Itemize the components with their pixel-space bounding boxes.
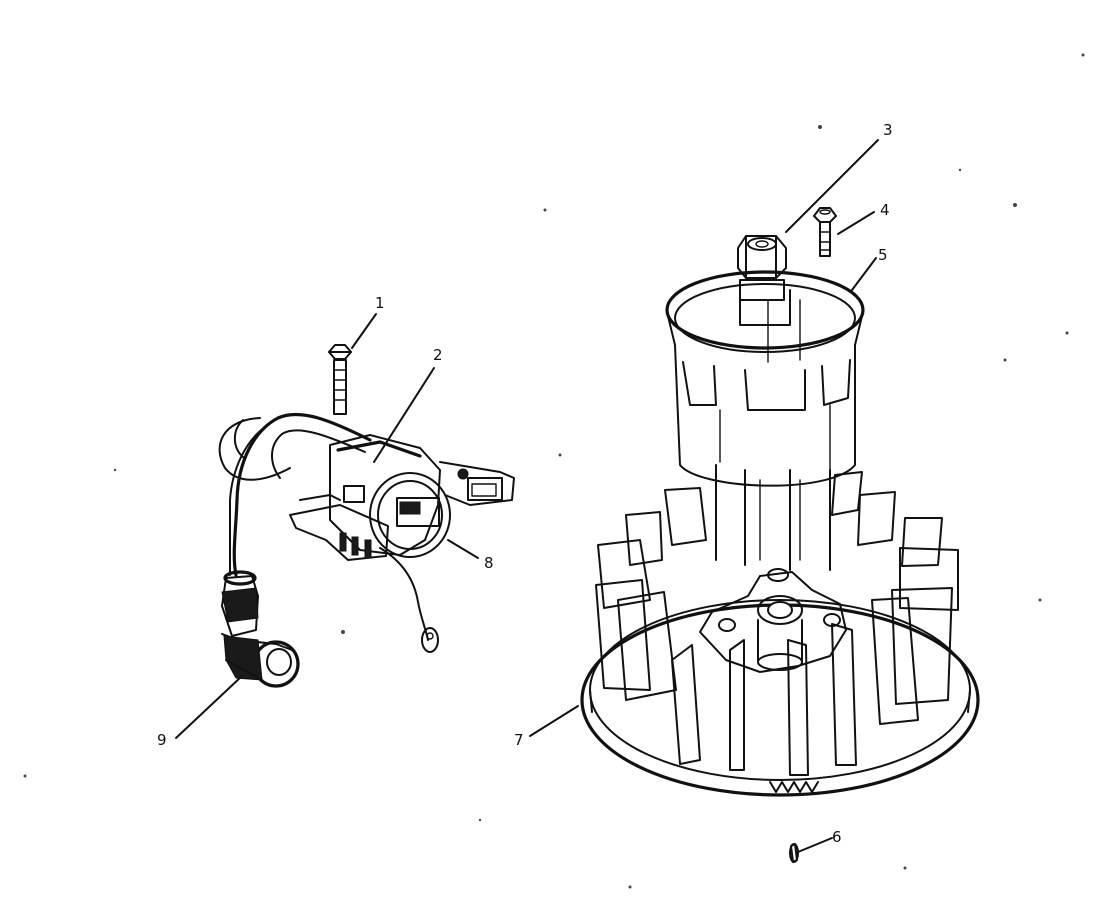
callout-6: 6 bbox=[832, 828, 842, 846]
background-specks bbox=[23, 53, 1085, 889]
callouts: 1 2 3 4 5 6 7 8 9 bbox=[157, 121, 893, 846]
screw-4 bbox=[813, 207, 837, 257]
ignition-coil-assembly bbox=[218, 412, 515, 688]
callout-7: 7 bbox=[514, 731, 524, 749]
starter-cup-5 bbox=[665, 270, 865, 487]
leader-lines bbox=[175, 139, 879, 853]
callout-8: 8 bbox=[484, 554, 494, 572]
callout-1: 1 bbox=[375, 294, 385, 312]
callout-2: 2 bbox=[433, 346, 443, 364]
callout-5: 5 bbox=[878, 246, 888, 264]
bolt-1 bbox=[328, 344, 352, 415]
flywheel-7 bbox=[580, 464, 980, 797]
flywheel-nut-3 bbox=[737, 235, 787, 301]
callout-4: 4 bbox=[880, 201, 890, 219]
callout-3: 3 bbox=[883, 121, 893, 139]
key-6 bbox=[789, 843, 799, 863]
callout-9: 9 bbox=[157, 731, 167, 749]
